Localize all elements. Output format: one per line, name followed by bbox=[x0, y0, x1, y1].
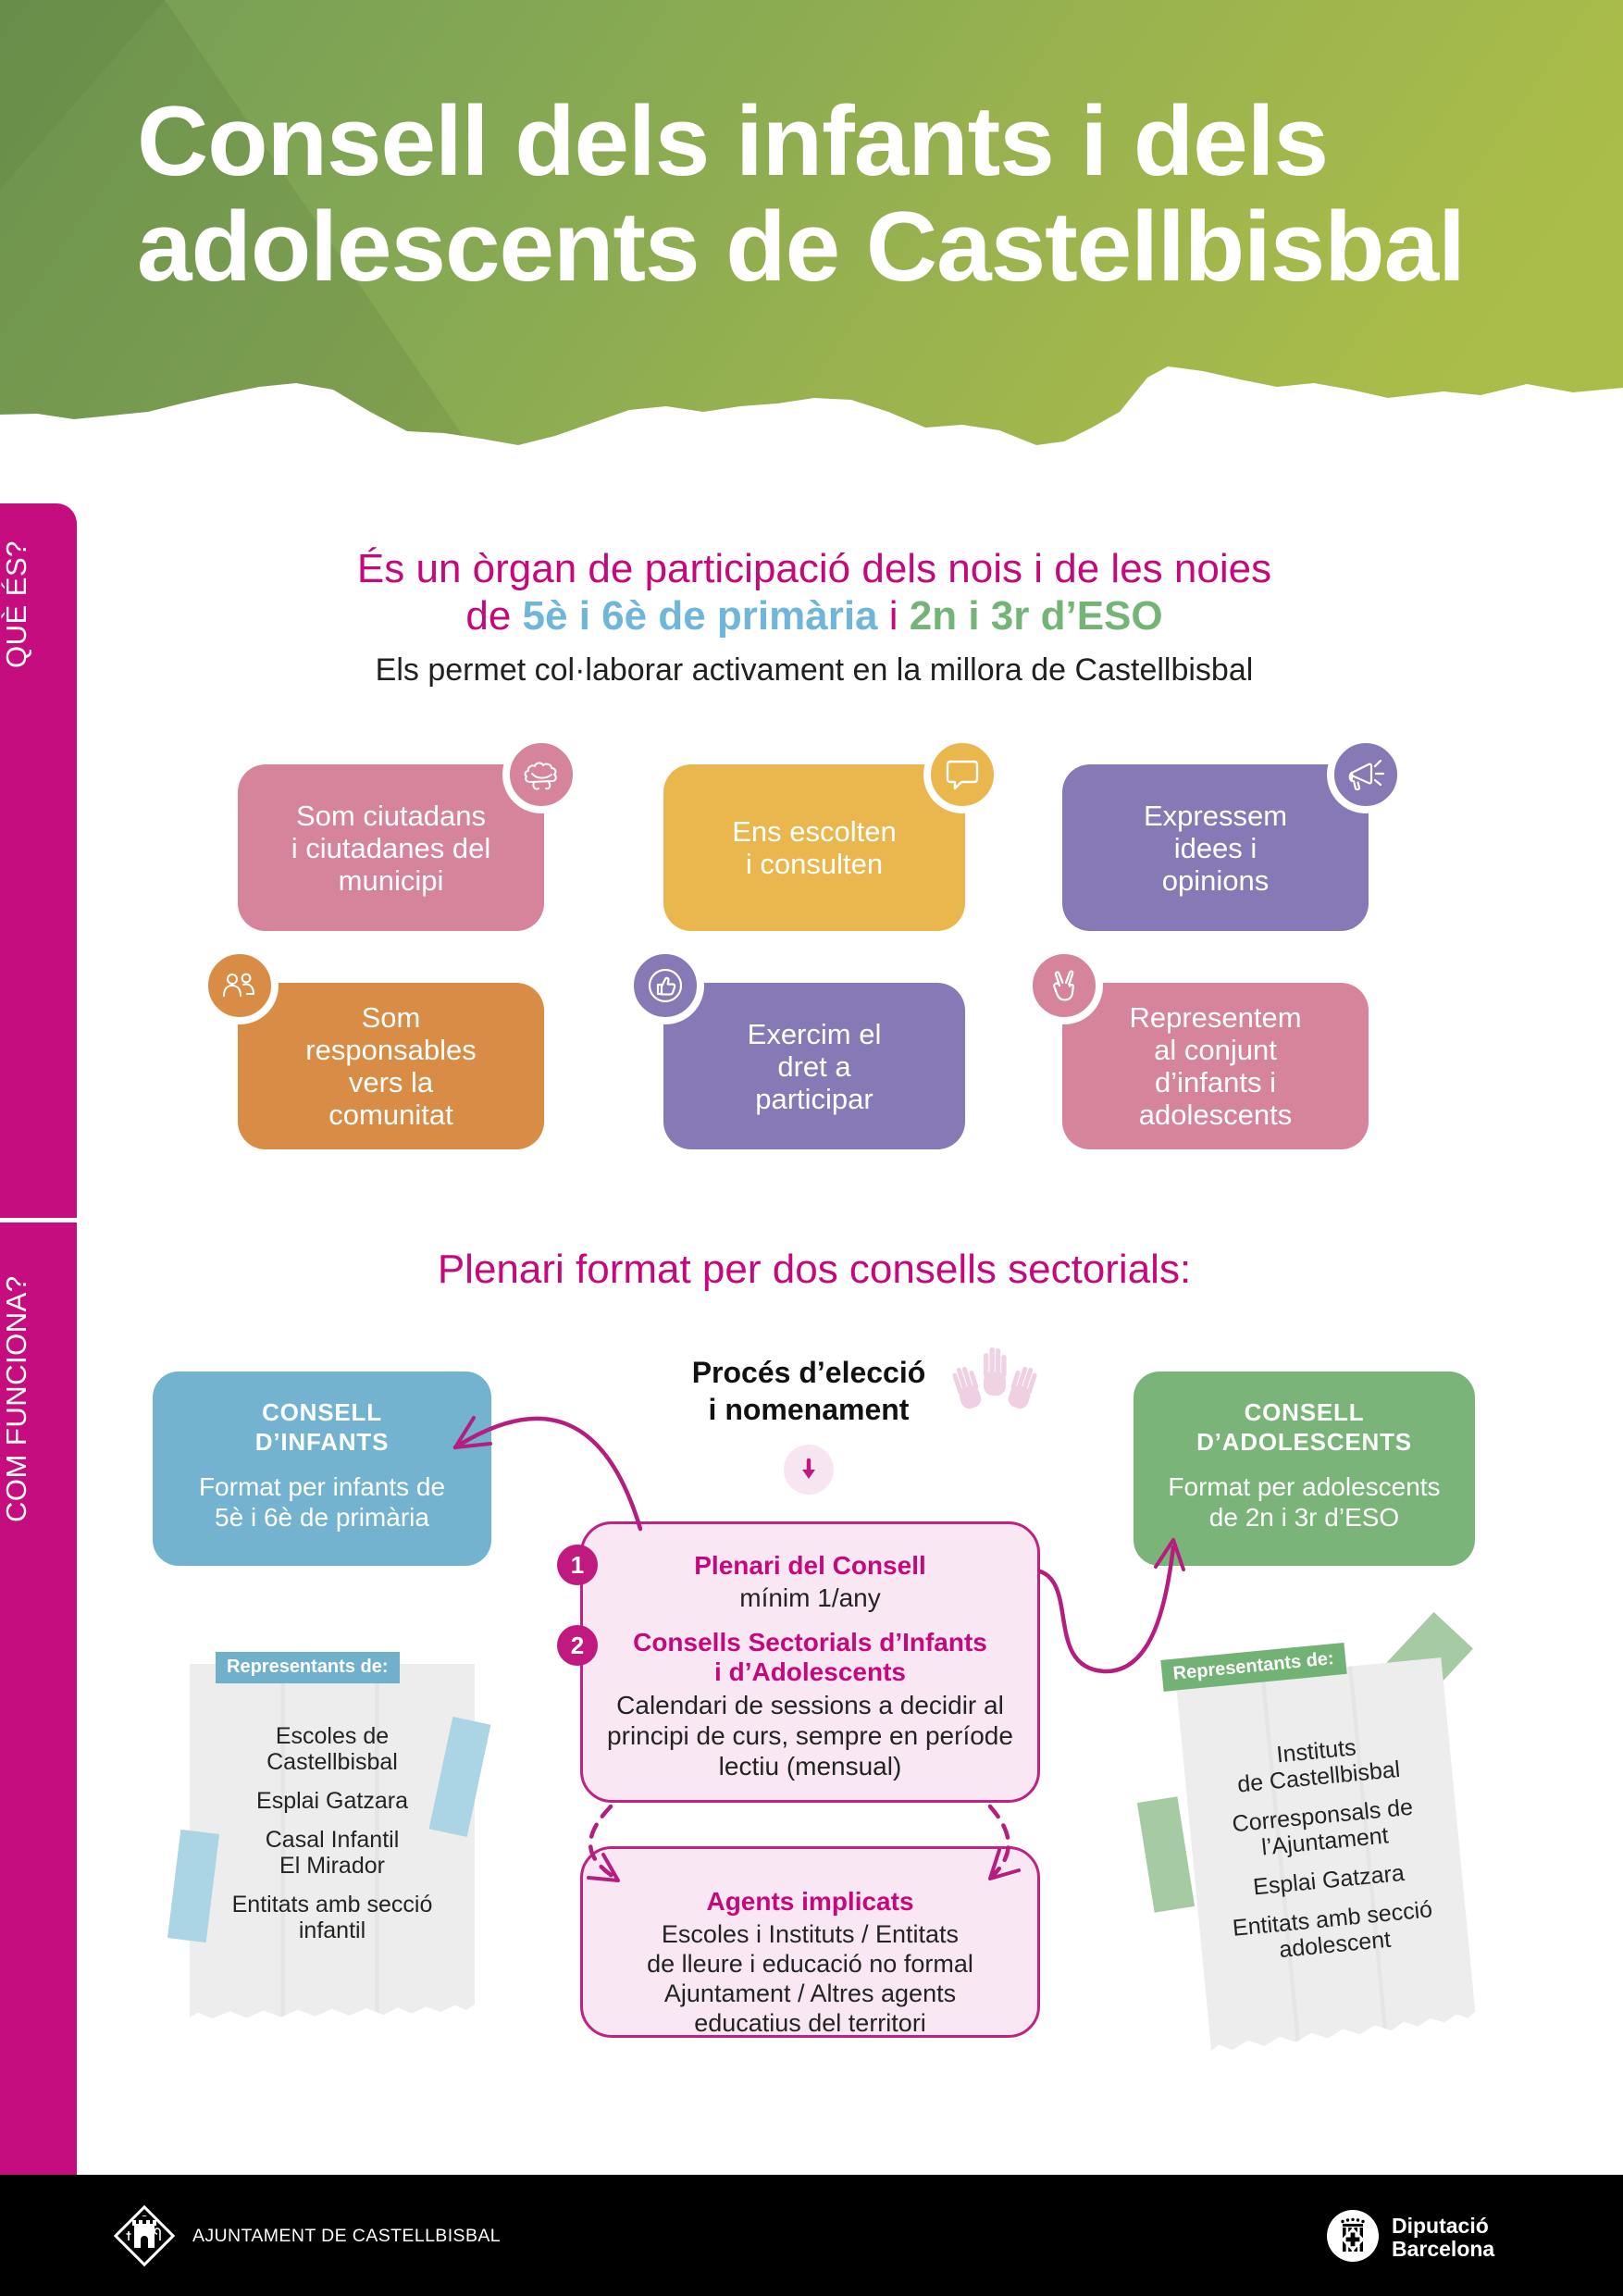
victory-hand-icon bbox=[1025, 947, 1103, 1024]
section2-title: Plenari format per dos consells sectoria… bbox=[437, 1247, 1192, 1292]
benefit-card-expressem: Expressem idees i opinions bbox=[1062, 764, 1369, 931]
down-arrow-badge bbox=[784, 1445, 834, 1495]
plenari-item2-body: Calendari de sessions a decidir al princ… bbox=[607, 1691, 1013, 1781]
intro-heading-line1: És un òrgan de participació dels nois i … bbox=[356, 546, 1272, 591]
page-title-line2: adolescents de Castellbisbal bbox=[137, 191, 1466, 302]
benefit-card-responsables: Som responsables vers la comunitat bbox=[238, 983, 544, 1149]
ajuntament-label: AJUNTAMENT DE CASTELLBISBAL bbox=[192, 2226, 501, 2246]
benefit-card-representem: Representem al conjunt d’infants i adole… bbox=[1062, 983, 1369, 1149]
step-2-badge: 2 bbox=[557, 1625, 598, 1666]
benefit-card-ciutadans: Som ciutadans i ciutadanes del municipi bbox=[238, 764, 544, 931]
note-paper-infants bbox=[190, 1664, 475, 2019]
list-item: Casal Infantil El Mirador bbox=[265, 1827, 400, 1879]
intro-line2-mid: i bbox=[877, 593, 910, 639]
benefit-card-escolten: Ens escolten i consulten bbox=[663, 764, 965, 931]
consell-infants-title: CONSELL D’INFANTS bbox=[254, 1398, 390, 1456]
diputacio-line2: Barcelona bbox=[1392, 2237, 1495, 2261]
list-item: Escoles de Castellbisbal bbox=[266, 1723, 398, 1775]
thumbs-up-icon bbox=[626, 947, 704, 1024]
crowd-icon bbox=[502, 736, 580, 813]
list-item: Entitats amb secció adolescent bbox=[1231, 1896, 1434, 1964]
intro-heading-line2: de 5è i 6è de primària i 2n i 3r d’ESO bbox=[9, 593, 1619, 639]
intro-eso-highlight: 2n i 3r d’ESO bbox=[909, 593, 1163, 639]
agents-title: Agents implicats bbox=[706, 1887, 914, 1916]
step-1-badge: 1 bbox=[557, 1545, 598, 1585]
header-banner bbox=[0, 0, 1623, 445]
benefit-card-exercim: Exercim el dret a participar bbox=[663, 983, 965, 1149]
consell-adolescents-subtitle: Format per adolescents de 2n i 3r d’ESO bbox=[1168, 1472, 1441, 1532]
sidebar-tab-com-funciona bbox=[0, 1222, 77, 2175]
people-group-icon bbox=[201, 947, 279, 1024]
speech-bubble-icon bbox=[923, 736, 1001, 813]
diputacio-logo bbox=[1327, 2210, 1379, 2266]
plenari-item2-title: Consells Sectorials d’Infants i d’Adoles… bbox=[633, 1628, 987, 1686]
consell-infants-card: CONSELL D’INFANTS Format per infants de … bbox=[153, 1371, 491, 1566]
plenari-item1-body: mínim 1/any bbox=[739, 1583, 881, 1612]
list-item: Entitats amb secció infantil bbox=[231, 1892, 433, 1943]
note-paper-adolescents: Instituts de Castellbisbal Corresponsals… bbox=[1160, 1630, 1515, 2083]
plenari-item1-title: Plenari del Consell bbox=[694, 1551, 926, 1580]
note-infants-tag: Representants de: bbox=[216, 1652, 400, 1683]
consell-adolescents-title: CONSELL D’ADOLESCENTS bbox=[1196, 1398, 1412, 1456]
note-infants-list: Escoles de Castellbisbal Esplai Gatzara … bbox=[190, 1723, 475, 1956]
diputacio-line1: Diputació bbox=[1392, 2214, 1489, 2238]
plenari-panel: Plenari del Consell mínim 1/any Consells… bbox=[580, 1521, 1040, 1803]
agents-body: Escoles i Instituts / Entitats de lleure… bbox=[647, 1920, 973, 2037]
list-item: Esplai Gatzara bbox=[256, 1788, 408, 1814]
consell-adolescents-card: CONSELL D’ADOLESCENTS Format per adolesc… bbox=[1134, 1371, 1475, 1566]
agents-panel: Agents implicats Escoles i Instituts / E… bbox=[580, 1846, 1040, 2038]
ajuntament-castle-logo bbox=[108, 2200, 180, 2277]
down-arrow-icon bbox=[802, 1458, 815, 1479]
sidebar-label-com-funciona: COM FUNCIONA? bbox=[0, 1275, 32, 1523]
intro-primaria-highlight: 5è i 6è de primària bbox=[522, 593, 878, 639]
sidebar-tab-que-es bbox=[0, 503, 77, 1218]
intro-line2-pre: de bbox=[465, 593, 523, 639]
note-adolescents-list: Instituts de Castellbisbal Corresponsals… bbox=[1183, 1726, 1470, 1983]
intro-subheading: Els permet col·laborar activament en la … bbox=[375, 652, 1254, 688]
arrow-to-adolescents bbox=[1037, 1545, 1176, 1674]
page-title-line1: Consell dels infants i dels bbox=[137, 85, 1329, 196]
megaphone-icon bbox=[1327, 736, 1405, 813]
proces-eleccio-title: Procés d’elecció i nomenament bbox=[691, 1356, 926, 1426]
raised-hands-icon bbox=[951, 1336, 1038, 1433]
consell-infants-subtitle: Format per infants de 5è i 6è de primàri… bbox=[198, 1472, 446, 1532]
list-item: Corresponsals de l’Ajuntament bbox=[1231, 1793, 1415, 1861]
